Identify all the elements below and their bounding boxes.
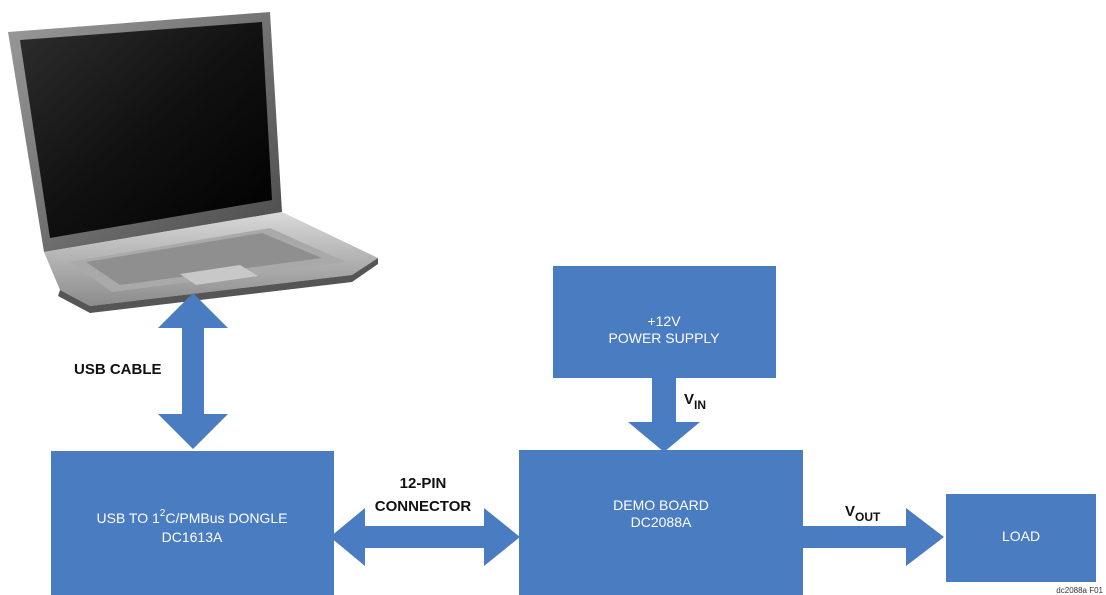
dongle-title-suffix: C/PMBus DONGLE bbox=[165, 510, 287, 526]
dongle-title: USB TO 12C/PMBus DONGLE bbox=[97, 508, 288, 526]
load-block: LOAD bbox=[946, 494, 1096, 582]
vout-label-subscript: OUT bbox=[855, 510, 881, 524]
vin-arrow bbox=[628, 378, 700, 452]
power-supply-block: +12V POWER SUPPLY bbox=[553, 266, 776, 378]
demo-board-part-number: DC2088A bbox=[631, 514, 692, 530]
usb-cable-arrow bbox=[158, 293, 228, 449]
dongle-title-prefix: USB TO 1 bbox=[97, 510, 161, 526]
demo-board-block: DEMO BOARD DC2088A bbox=[519, 450, 803, 595]
pin-connector-label-line2: CONNECTOR bbox=[375, 498, 472, 515]
vin-label-subscript: IN bbox=[694, 398, 706, 412]
vin-label-main: V bbox=[684, 391, 694, 408]
vout-label-main: V bbox=[845, 503, 855, 520]
pin-connector-arrow bbox=[330, 508, 520, 566]
dongle-part-number: DC1613A bbox=[162, 529, 223, 545]
load-label: LOAD bbox=[1002, 528, 1040, 544]
laptop-computer-icon bbox=[8, 12, 378, 313]
vin-label: VIN bbox=[684, 391, 706, 412]
demo-board-title: DEMO BOARD bbox=[613, 497, 709, 513]
figure-id: dc2088a F01 bbox=[1056, 586, 1103, 595]
dongle-title-superscript: 2 bbox=[160, 508, 166, 519]
dongle-block: USB TO 12C/PMBus DONGLE DC1613A bbox=[51, 451, 334, 595]
vout-label: VOUT bbox=[845, 503, 881, 524]
power-supply-voltage: +12V bbox=[647, 313, 681, 329]
vout-arrow bbox=[802, 508, 944, 566]
power-supply-label: POWER SUPPLY bbox=[609, 330, 721, 346]
usb-cable-label: USB CABLE bbox=[74, 361, 162, 378]
pin-connector-label-line1: 12-PIN bbox=[400, 475, 447, 492]
